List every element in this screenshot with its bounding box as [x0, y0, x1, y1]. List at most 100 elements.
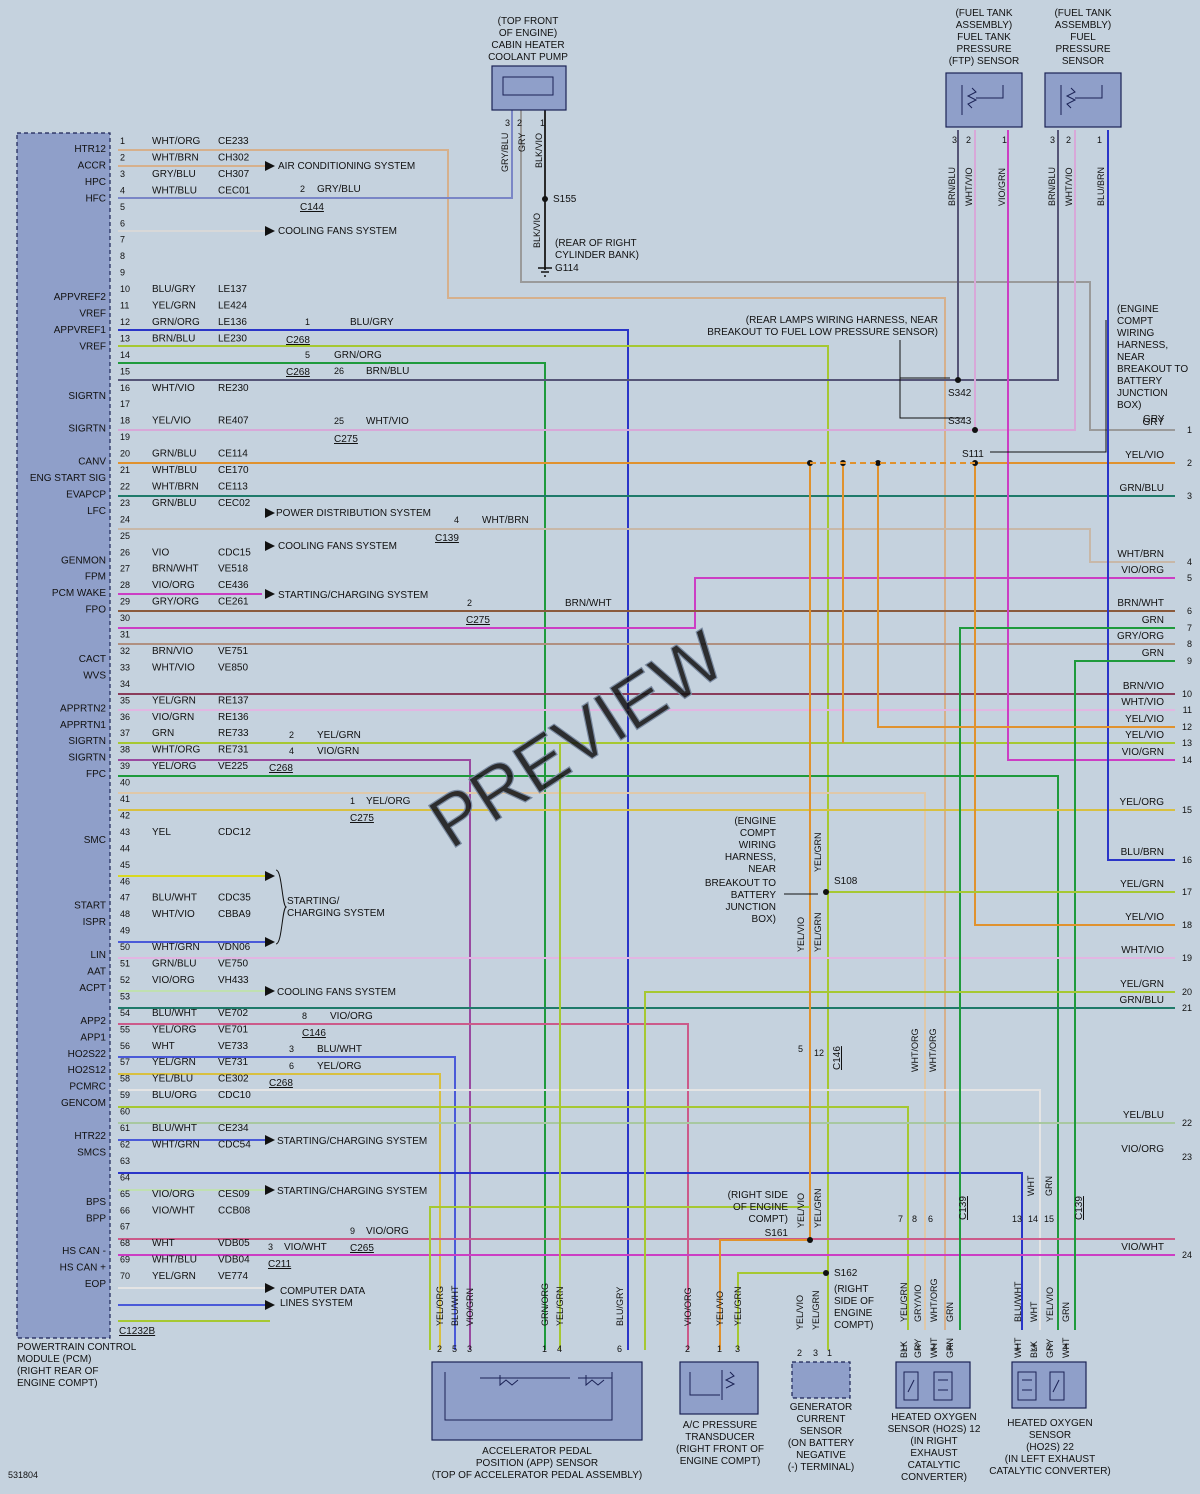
s343-dot — [972, 427, 978, 433]
pcm-pin-circuit: RE230 — [218, 383, 249, 394]
pcm-pin-number: 28 — [120, 580, 130, 590]
pcm-pin-number: 52 — [120, 975, 130, 985]
brace-icon — [275, 869, 288, 945]
pump-motor — [502, 76, 554, 96]
pump-box — [491, 65, 567, 111]
wire-pin55 — [118, 1073, 441, 1350]
harness-connector-id: C139 — [1074, 1196, 1085, 1220]
pcm-pin-signal: HFC — [85, 193, 106, 204]
pcm-pin-circuit: VDB04 — [218, 1255, 250, 1266]
pcm-pin-number: 57 — [120, 1057, 130, 1067]
pcm-pin-wire-color: GRN/BLU — [152, 959, 196, 970]
pcm-pin-number: 17 — [120, 399, 130, 409]
ftp-wire-2: WHT/VIO — [964, 168, 974, 207]
acp-caption-1: A/C PRESSURE — [683, 1420, 758, 1431]
c275-wire-27: BRN/WHT — [565, 598, 612, 609]
fps-pin-2: 2 — [1066, 135, 1071, 145]
right-ref-wire: YEL/ORG — [1120, 797, 1165, 808]
ftp-caption-5: (FTP) SENSOR — [949, 56, 1020, 67]
right-ref-wire: GRN — [1142, 648, 1164, 659]
acp-caption-3: (RIGHT FRONT OF — [676, 1444, 764, 1455]
pcm-pin-signal: GENMON — [61, 555, 106, 566]
s108-note-5: NEAR — [748, 864, 776, 875]
s108-note-2: COMPT — [740, 828, 776, 839]
c275-label-1: C275 — [334, 434, 358, 445]
pcm-pin-wire-color: WHT/BLU — [152, 465, 197, 476]
c211-cav-66: 3 — [268, 1242, 273, 1252]
pcm-pin-number: 32 — [120, 646, 130, 656]
s162-label: S162 — [834, 1268, 858, 1279]
ho2s22-caption-3: (HO2S) 22 — [1026, 1442, 1074, 1453]
pcm-pin-wire-color: WHT/GRN — [152, 942, 200, 953]
s161-note-2: OF ENGINE — [733, 1202, 788, 1213]
component-wire-color: GRN/ORG — [540, 1283, 550, 1326]
pcm-pin-circuit: LE136 — [218, 317, 247, 328]
pcm-pin-number: 2 — [120, 152, 125, 162]
fps-wire-1: BRN/BLU — [1047, 167, 1057, 206]
ftp-sensor: (FUEL TANK ASSEMBLY) FUEL TANK PRESSURE … — [945, 8, 1023, 207]
ref-ac-system: AIR CONDITIONING SYSTEM — [278, 161, 415, 172]
pcm-pin-number: 22 — [120, 481, 130, 491]
pump-caption-2: OF ENGINE) — [499, 28, 557, 39]
wire-pin61 — [118, 1172, 1023, 1330]
pcm-pin-number: 38 — [120, 745, 130, 755]
pcm-pin-number: 67 — [120, 1222, 130, 1232]
pcm-pin-signal: SIGRTN — [68, 424, 106, 435]
component-wire-color: YEL/VIO — [795, 1295, 805, 1330]
ho2s12-caption-5: CATALYTIC — [908, 1460, 961, 1471]
right-ref-number: 23 — [1182, 1152, 1192, 1162]
s155-label: S155 — [553, 194, 577, 205]
right-ref-wire: BLU/BRN — [1121, 847, 1164, 858]
splices: (REAR LAMPS WIRING HARNESS, NEAR BREAKOU… — [705, 304, 1188, 1331]
pcm-pin-number: 13 — [120, 333, 130, 343]
pcm-pin-number: 70 — [120, 1271, 130, 1281]
right-ref-wire: VIO/ORG — [1121, 1144, 1164, 1155]
right-ref-number: 13 — [1182, 738, 1192, 748]
component-wire-color: GRY — [1045, 1339, 1055, 1358]
pcm-pin-number: 53 — [120, 991, 130, 1001]
c268-wire-10: BLU/GRY — [350, 317, 394, 328]
ho2-mid-wire-2: WHT/ORG — [928, 1029, 938, 1073]
pcm-pin-circuit: CBBA9 — [218, 909, 251, 920]
pcm-pin-number: 36 — [120, 712, 130, 722]
s111-label: S111 — [962, 449, 984, 460]
s108-note-9: BOX) — [752, 914, 776, 925]
ftp-caption-4: PRESSURE — [956, 44, 1011, 55]
pcm-pin-signal: HO2S22 — [68, 1049, 107, 1060]
harness-wire-color: BLU/WHT — [1013, 1281, 1023, 1322]
pcm-pin-signal: SIGRTN — [68, 391, 106, 402]
component-pin-number: 6 — [617, 1344, 622, 1354]
ho2s12-element-icon — [903, 1371, 953, 1401]
ho2s12-box — [895, 1361, 971, 1409]
right-ref-number: 3 — [1187, 491, 1192, 501]
component-wire-color: GRY — [913, 1339, 923, 1358]
pcm-pin-wire-color: WHT/VIO — [152, 662, 195, 673]
pcm-pin-signal: HTR12 — [74, 144, 106, 155]
right-ref-number: 8 — [1187, 639, 1192, 649]
pcm-pin-wire-color: WHT — [152, 1238, 175, 1249]
right-ref-wire: WHT/BRN — [1117, 549, 1164, 560]
c139-label: C139 — [435, 533, 459, 544]
pump-caption-1: (TOP FRONT — [498, 16, 559, 27]
pcm-pin-circuit: VE731 — [218, 1057, 248, 1068]
component-pin-number: 2 — [797, 1348, 802, 1358]
right-ref-wire: VIO/GRN — [1122, 747, 1164, 758]
s162-note-2: SIDE OF — [834, 1296, 874, 1307]
pcm-pin-number: 15 — [120, 366, 130, 376]
component-pin-number: 4 — [557, 1344, 562, 1354]
pcm-pin-signal: BPP — [86, 1213, 106, 1224]
pcm-pin-wire-color: WHT/VIO — [152, 909, 195, 920]
c268-wire-55: YEL/ORG — [317, 1061, 362, 1072]
pcm-pin-signal: APPRTN2 — [60, 703, 106, 714]
acp-resistor-icon — [689, 1370, 736, 1400]
pcm-pin-circuit: LE137 — [218, 284, 247, 295]
pcm-pin-signal: CACT — [79, 654, 106, 665]
pcm-pin-number: 29 — [120, 597, 130, 607]
c139-right-wire-1: WHT — [1026, 1175, 1036, 1196]
c268-wire-36: VIO/GRN — [317, 746, 359, 757]
pcm-pin-circuit: RE407 — [218, 416, 249, 427]
pcm-pin-signal: AAT — [87, 967, 106, 978]
wire-pump-gry — [520, 110, 1175, 431]
